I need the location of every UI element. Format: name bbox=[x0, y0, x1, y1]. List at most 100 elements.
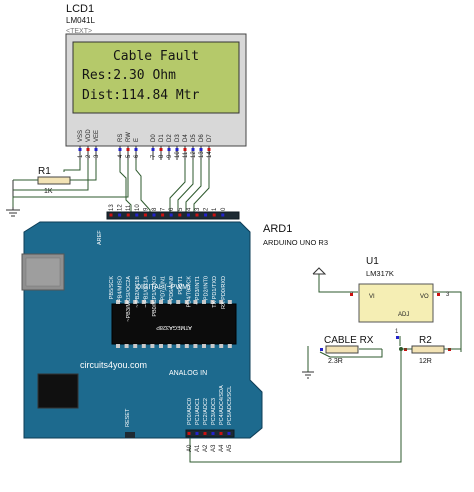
digital-pin-name: PB0/ICP1/CLKO bbox=[152, 275, 158, 316]
chip-leg bbox=[167, 344, 172, 348]
analog-header bbox=[185, 429, 235, 438]
chip-leg bbox=[227, 344, 232, 348]
u1-body bbox=[358, 283, 434, 323]
analog-pin-name: PC2/ADC2 bbox=[203, 398, 209, 425]
digital-pin-marker[interactable] bbox=[169, 213, 173, 217]
lcd-pin-marker bbox=[126, 148, 130, 151]
digital-pin-marker[interactable] bbox=[186, 213, 190, 217]
digital-pin-marker[interactable] bbox=[126, 213, 130, 217]
arduino-model: ARDUINO UNO R3 bbox=[263, 238, 328, 247]
r2-resistor[interactable]: R2 12R bbox=[404, 335, 451, 365]
lcd-pin-number: 1 bbox=[78, 154, 84, 158]
chip-leg bbox=[159, 344, 163, 348]
r1-body bbox=[37, 176, 71, 185]
lcd-pin-number: 11 bbox=[183, 151, 189, 158]
chip-leg bbox=[124, 300, 129, 304]
lcd-pin-name: D0 bbox=[151, 134, 157, 142]
u1-vo-marker bbox=[437, 293, 440, 296]
digital-pin-name: PB4/MISO bbox=[118, 275, 124, 302]
chip-leg bbox=[150, 344, 155, 348]
wires bbox=[12, 160, 462, 463]
lcd-pin-number: 10 bbox=[175, 151, 181, 158]
chip-leg bbox=[184, 344, 189, 348]
analog-pin-name: PC4/ADC4/SDA bbox=[219, 385, 225, 425]
arduino-board[interactable]: ARD1 ARDUINO UNO R3 ATMEGA328P DIGITAL (… bbox=[21, 204, 328, 452]
digital-pin-number: 1 bbox=[212, 207, 218, 211]
u1-regulator[interactable]: U1 LM317K VI VO ADJ 2 3 1 bbox=[350, 256, 450, 339]
digital-pin-marker[interactable] bbox=[109, 213, 113, 217]
digital-pin-name: ~ PD6/AIN0 bbox=[169, 276, 175, 305]
u1-pin-adj: ADJ bbox=[398, 312, 409, 318]
digital-pin-number: 3 bbox=[195, 207, 201, 211]
cable-body bbox=[325, 345, 359, 354]
chip-leg bbox=[116, 300, 120, 304]
digital-pin-number: 5 bbox=[178, 207, 184, 211]
lcd-pin-name: D3 bbox=[175, 134, 181, 142]
chip-leg bbox=[219, 344, 224, 348]
lcd-pin-number: 4 bbox=[118, 154, 124, 158]
analog-pin-name: PC5/ADC5/SCL bbox=[227, 386, 233, 425]
mcu-chip-label: ATMEGA328P bbox=[156, 324, 192, 330]
reset-label: RESET bbox=[125, 408, 131, 427]
lcd-text-tag: <TEXT> bbox=[66, 28, 92, 35]
digital-pin-name: PD4/T0/XCK bbox=[186, 276, 192, 308]
lcd-pin-name: E bbox=[134, 138, 140, 142]
analog-label: ANALOG IN bbox=[169, 370, 207, 377]
digital-pin-marker[interactable] bbox=[152, 213, 156, 217]
digital-pin-marker[interactable] bbox=[135, 213, 139, 217]
analog-pin-number: A4 bbox=[219, 444, 225, 452]
digital-pin-name: RX PD0/RXD bbox=[221, 276, 227, 309]
u1-adj-marker bbox=[396, 336, 399, 339]
analog-pin-group: PC0/ADC0A0PC1/ADC1A1PC2/ADC2A2PC3/ADC3A3… bbox=[187, 385, 233, 452]
lcd-pin-number: 6 bbox=[134, 154, 140, 158]
lcd-pin-number: 5 bbox=[126, 154, 132, 158]
cable-resistor[interactable]: CABLE RX 2.3R bbox=[320, 335, 374, 365]
analog-pin-marker[interactable] bbox=[219, 432, 223, 435]
lcd-module[interactable]: LCD1 LM041L <TEXT> Cable Fault Res:2.30 … bbox=[65, 3, 247, 160]
lcd-pin-marker bbox=[167, 148, 171, 151]
digital-pin-marker[interactable] bbox=[118, 213, 122, 217]
digital-pin-marker[interactable] bbox=[195, 213, 199, 217]
digital-pin-marker[interactable] bbox=[161, 213, 165, 217]
lcd-pin-group: VSS1VDD2VEE3RS4RW5E6D07D18D29D310D411D51… bbox=[78, 129, 213, 160]
analog-pin-number: A3 bbox=[211, 444, 217, 452]
digital-pin-marker[interactable] bbox=[221, 213, 225, 217]
chip-leg bbox=[176, 344, 181, 348]
lcd-model: LM041L bbox=[66, 16, 95, 25]
lcd-pin-name: D5 bbox=[191, 134, 197, 142]
digital-pin-name: ~ PB1/OC1A bbox=[143, 276, 149, 308]
digital-pin-name: PB5/SCK bbox=[109, 276, 115, 300]
u1-vi-marker bbox=[350, 293, 353, 296]
digital-pin-marker[interactable] bbox=[143, 213, 147, 217]
lcd-pin-name: D6 bbox=[199, 134, 205, 142]
digital-pin-marker[interactable] bbox=[178, 213, 182, 217]
r2-body bbox=[411, 345, 445, 354]
u1-ref: U1 bbox=[366, 256, 379, 267]
analog-pin-marker[interactable] bbox=[211, 432, 215, 435]
analog-pin-marker[interactable] bbox=[195, 432, 199, 435]
r1-ref: R1 bbox=[38, 166, 51, 177]
lcd-pin-marker bbox=[159, 148, 163, 151]
analog-pin-marker[interactable] bbox=[227, 432, 231, 435]
u1-pin-vo-num: 3 bbox=[446, 292, 450, 298]
digital-pin-number: 12 bbox=[118, 204, 124, 211]
chip-leg bbox=[141, 344, 146, 348]
cable-left-marker bbox=[320, 348, 323, 351]
u1-model: LM317K bbox=[366, 269, 394, 278]
chip-leg bbox=[210, 344, 215, 348]
digital-pin-number: 11 bbox=[126, 204, 132, 211]
analog-pin-marker[interactable] bbox=[187, 432, 191, 435]
analog-pin-name: PC1/ADC1 bbox=[195, 398, 201, 425]
analog-pin-marker[interactable] bbox=[203, 432, 207, 435]
lcd-pin-number: 13 bbox=[199, 151, 205, 158]
lcd-pin-marker bbox=[118, 148, 122, 151]
digital-pin-marker[interactable] bbox=[212, 213, 216, 217]
digital-pin-marker[interactable] bbox=[204, 213, 208, 217]
lcd-pin-number: 14 bbox=[207, 151, 213, 158]
ground-symbol-right bbox=[302, 267, 327, 379]
analog-pin-number: A2 bbox=[203, 444, 209, 452]
lcd-pin-marker bbox=[86, 148, 90, 151]
lcd-pin-name: D1 bbox=[159, 134, 165, 142]
lcd-pin-marker bbox=[94, 148, 98, 151]
